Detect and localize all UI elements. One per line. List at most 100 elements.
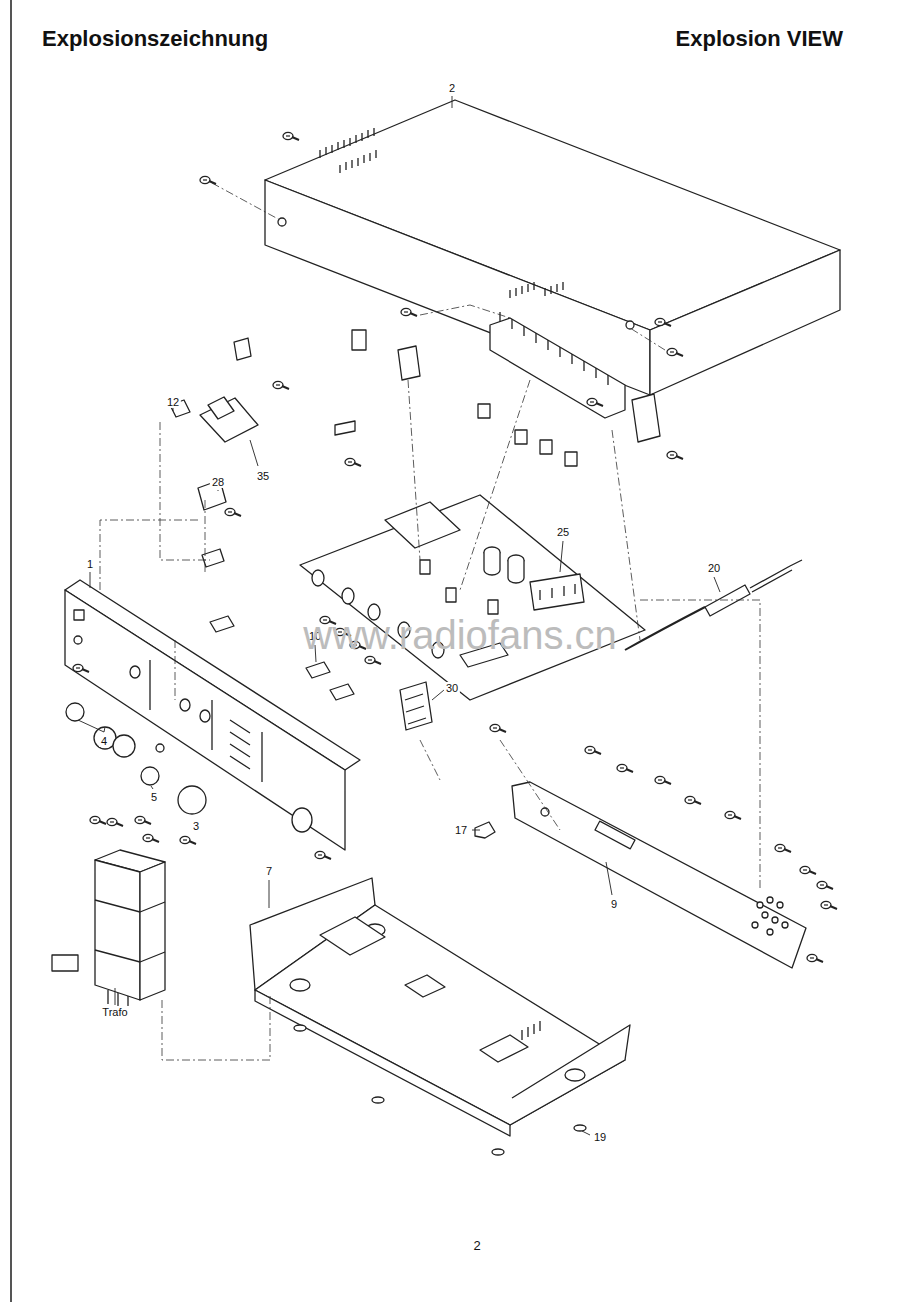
assembly-lines xyxy=(100,183,760,1060)
page-heading: Explosion VIEW xyxy=(676,27,843,51)
callout-number: 28 xyxy=(210,476,226,488)
heat-sink xyxy=(490,318,625,418)
callout-number: 9 xyxy=(609,898,619,910)
screw xyxy=(667,348,683,356)
callout-number: 20 xyxy=(706,562,722,574)
jack xyxy=(762,912,768,918)
callout-number: 7 xyxy=(264,865,274,877)
screw xyxy=(90,816,106,824)
assembly-line xyxy=(500,740,560,830)
transistor-pad xyxy=(565,452,577,466)
screw xyxy=(143,834,159,842)
screw xyxy=(800,866,816,874)
assembly-line xyxy=(420,740,440,780)
screw xyxy=(345,458,361,466)
callout-number: 2 xyxy=(447,82,457,94)
leader-line xyxy=(115,988,116,1005)
slider-slots xyxy=(230,720,250,769)
cover-end xyxy=(650,250,840,395)
screw xyxy=(135,816,151,824)
transistor xyxy=(446,588,456,602)
mount-plate xyxy=(405,975,445,997)
knob xyxy=(113,735,135,757)
leader-lines xyxy=(78,96,720,1135)
screw xyxy=(807,954,823,962)
assembly-line xyxy=(630,328,665,350)
transistor xyxy=(420,560,430,574)
screws xyxy=(73,132,837,962)
foot xyxy=(294,1025,306,1031)
jack xyxy=(782,922,788,928)
transformer xyxy=(95,860,140,1000)
spacer xyxy=(234,338,251,360)
leader-line xyxy=(582,1131,590,1135)
connector xyxy=(210,616,234,632)
screw xyxy=(73,664,89,672)
chassis-wall xyxy=(510,1025,630,1125)
chassis-hole xyxy=(290,979,310,991)
foot xyxy=(372,1097,384,1103)
vent-slots xyxy=(320,128,563,298)
knob xyxy=(141,767,159,785)
leader-line xyxy=(606,862,612,895)
panel-divider xyxy=(150,660,262,782)
callout-number: 35 xyxy=(255,470,271,482)
screw xyxy=(365,656,381,664)
sub-pcb xyxy=(385,502,460,548)
screw xyxy=(490,724,506,732)
chassis-lip xyxy=(255,990,510,1136)
callout-number: 1 xyxy=(85,558,95,570)
label-plate xyxy=(52,955,78,971)
screw xyxy=(585,746,601,754)
jack xyxy=(767,929,773,935)
assembly-line xyxy=(612,430,640,640)
screw xyxy=(775,844,791,852)
transistor-pad xyxy=(478,404,490,418)
screw xyxy=(655,318,671,326)
callout-number: 5 xyxy=(149,791,159,803)
panel-hole xyxy=(200,710,210,722)
screw xyxy=(200,176,216,184)
callout-number: 25 xyxy=(555,526,571,538)
screw xyxy=(685,796,701,804)
leader-line xyxy=(472,830,480,831)
main-pcb xyxy=(300,495,645,700)
assembly-line xyxy=(205,500,206,575)
jack xyxy=(772,917,778,923)
leader-line xyxy=(218,490,219,491)
assembly-line xyxy=(640,600,760,890)
switch-strip xyxy=(400,682,432,730)
rear-panel xyxy=(512,782,806,968)
screw xyxy=(667,451,683,459)
transistor-pad xyxy=(540,440,552,454)
foot xyxy=(492,1149,504,1155)
front-panel xyxy=(65,590,345,850)
leader-line xyxy=(714,577,720,592)
assembly-line xyxy=(160,422,210,560)
screw xyxy=(587,398,603,406)
knob xyxy=(66,703,84,721)
transformer-core xyxy=(95,900,165,962)
plug xyxy=(335,421,355,435)
page-number: 2 xyxy=(473,1239,480,1253)
vent-slots xyxy=(522,1021,540,1040)
assembly-line xyxy=(212,183,280,220)
capacitor xyxy=(508,560,524,583)
screw xyxy=(655,776,671,784)
power-cord xyxy=(625,607,705,650)
sub-board xyxy=(200,398,258,442)
assembly-line xyxy=(420,305,510,318)
callout-number: 30 xyxy=(444,682,460,694)
screw xyxy=(107,818,123,826)
screw xyxy=(283,132,299,140)
screw-hole xyxy=(626,321,634,329)
leader-line xyxy=(560,541,563,572)
assembly-line xyxy=(162,995,270,1060)
callout-number: 12 xyxy=(165,396,181,408)
jack xyxy=(777,902,783,908)
potentiometer xyxy=(342,588,354,604)
assembly-line xyxy=(100,520,200,590)
jack xyxy=(752,922,758,928)
leader-line xyxy=(90,572,91,588)
mains-plug xyxy=(705,585,750,616)
